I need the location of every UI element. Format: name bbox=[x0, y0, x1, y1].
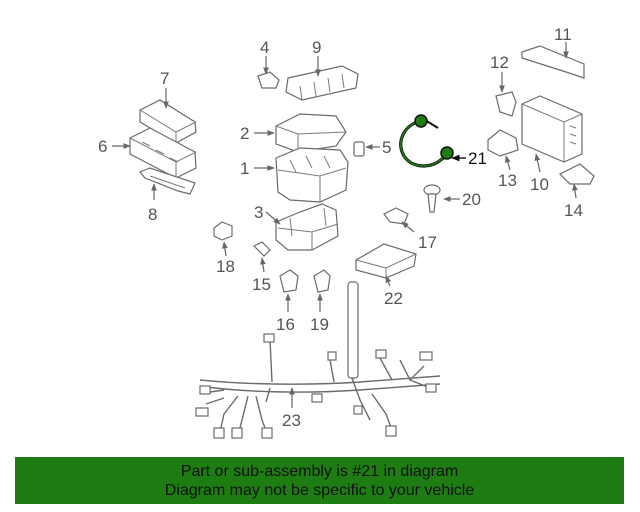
callout-16: 16 bbox=[276, 315, 295, 334]
banner-line-1: Part or sub-assembly is #21 in diagram bbox=[180, 463, 459, 480]
part-18-sensor[interactable] bbox=[213, 221, 233, 241]
part-15-connector[interactable] bbox=[252, 241, 271, 257]
callout-10: 10 bbox=[530, 175, 549, 194]
part-22-module[interactable] bbox=[355, 243, 417, 279]
callout-4: 4 bbox=[260, 38, 269, 57]
info-banner: Part or sub-assembly is #21 in diagram D… bbox=[15, 457, 624, 504]
part-6-relay-block[interactable] bbox=[129, 127, 197, 179]
part-13-bracket[interactable] bbox=[487, 129, 519, 157]
callout-15: 15 bbox=[252, 275, 271, 294]
parts-diagram: 7 6 8 4 9 2 1 3 5 11 12 10 13 14 21 20 1… bbox=[98, 25, 595, 439]
callout-7: 7 bbox=[160, 69, 169, 88]
part-12-bracket[interactable] bbox=[495, 91, 517, 117]
callout-14: 14 bbox=[564, 201, 583, 220]
part-2-upper-cover[interactable] bbox=[275, 113, 347, 153]
callout-12: 12 bbox=[490, 53, 509, 72]
part-4-relay[interactable] bbox=[257, 71, 280, 89]
callout-17: 17 bbox=[418, 233, 437, 252]
part-14-bracket[interactable] bbox=[558, 163, 595, 185]
callout-13: 13 bbox=[498, 171, 517, 190]
part-9-relay-set[interactable] bbox=[285, 65, 359, 101]
part-17-switch[interactable] bbox=[383, 207, 409, 225]
callout-23: 23 bbox=[282, 411, 301, 430]
callout-20: 20 bbox=[462, 190, 481, 209]
part-19-sensor[interactable] bbox=[313, 269, 331, 293]
callout-22: 22 bbox=[384, 289, 403, 308]
callout-18: 18 bbox=[216, 257, 235, 276]
callout-8: 8 bbox=[148, 205, 157, 224]
part-11-bracket[interactable] bbox=[521, 45, 585, 79]
callout-labels: 7 6 8 4 9 2 1 3 5 11 12 10 13 14 21 20 1… bbox=[98, 25, 583, 430]
part-3-lower-case[interactable] bbox=[275, 203, 339, 251]
callout-6: 6 bbox=[98, 137, 107, 156]
banner-line-2: Diagram may not be specific to your vehi… bbox=[164, 482, 475, 499]
callout-5: 5 bbox=[382, 138, 391, 157]
part-1-fuse-box[interactable] bbox=[275, 147, 349, 203]
part-7-cover[interactable] bbox=[139, 99, 197, 144]
callout-2: 2 bbox=[240, 124, 249, 143]
callout-19: 19 bbox=[310, 315, 329, 334]
part-21-sensor-wire[interactable] bbox=[399, 114, 454, 168]
leader-lines bbox=[112, 42, 578, 408]
part-16-sensor[interactable] bbox=[279, 269, 299, 293]
callout-11: 11 bbox=[554, 25, 572, 44]
callout-21: 21 bbox=[468, 149, 487, 168]
part-10-ecu[interactable] bbox=[521, 95, 583, 163]
part-5-plug[interactable] bbox=[353, 141, 365, 157]
callout-1: 1 bbox=[240, 159, 249, 178]
part-20-sensor[interactable] bbox=[423, 184, 441, 213]
part-8-bracket[interactable] bbox=[139, 167, 196, 195]
part-23-wire-harness[interactable] bbox=[195, 281, 441, 439]
callout-3: 3 bbox=[254, 203, 263, 222]
callout-9: 9 bbox=[312, 38, 321, 57]
